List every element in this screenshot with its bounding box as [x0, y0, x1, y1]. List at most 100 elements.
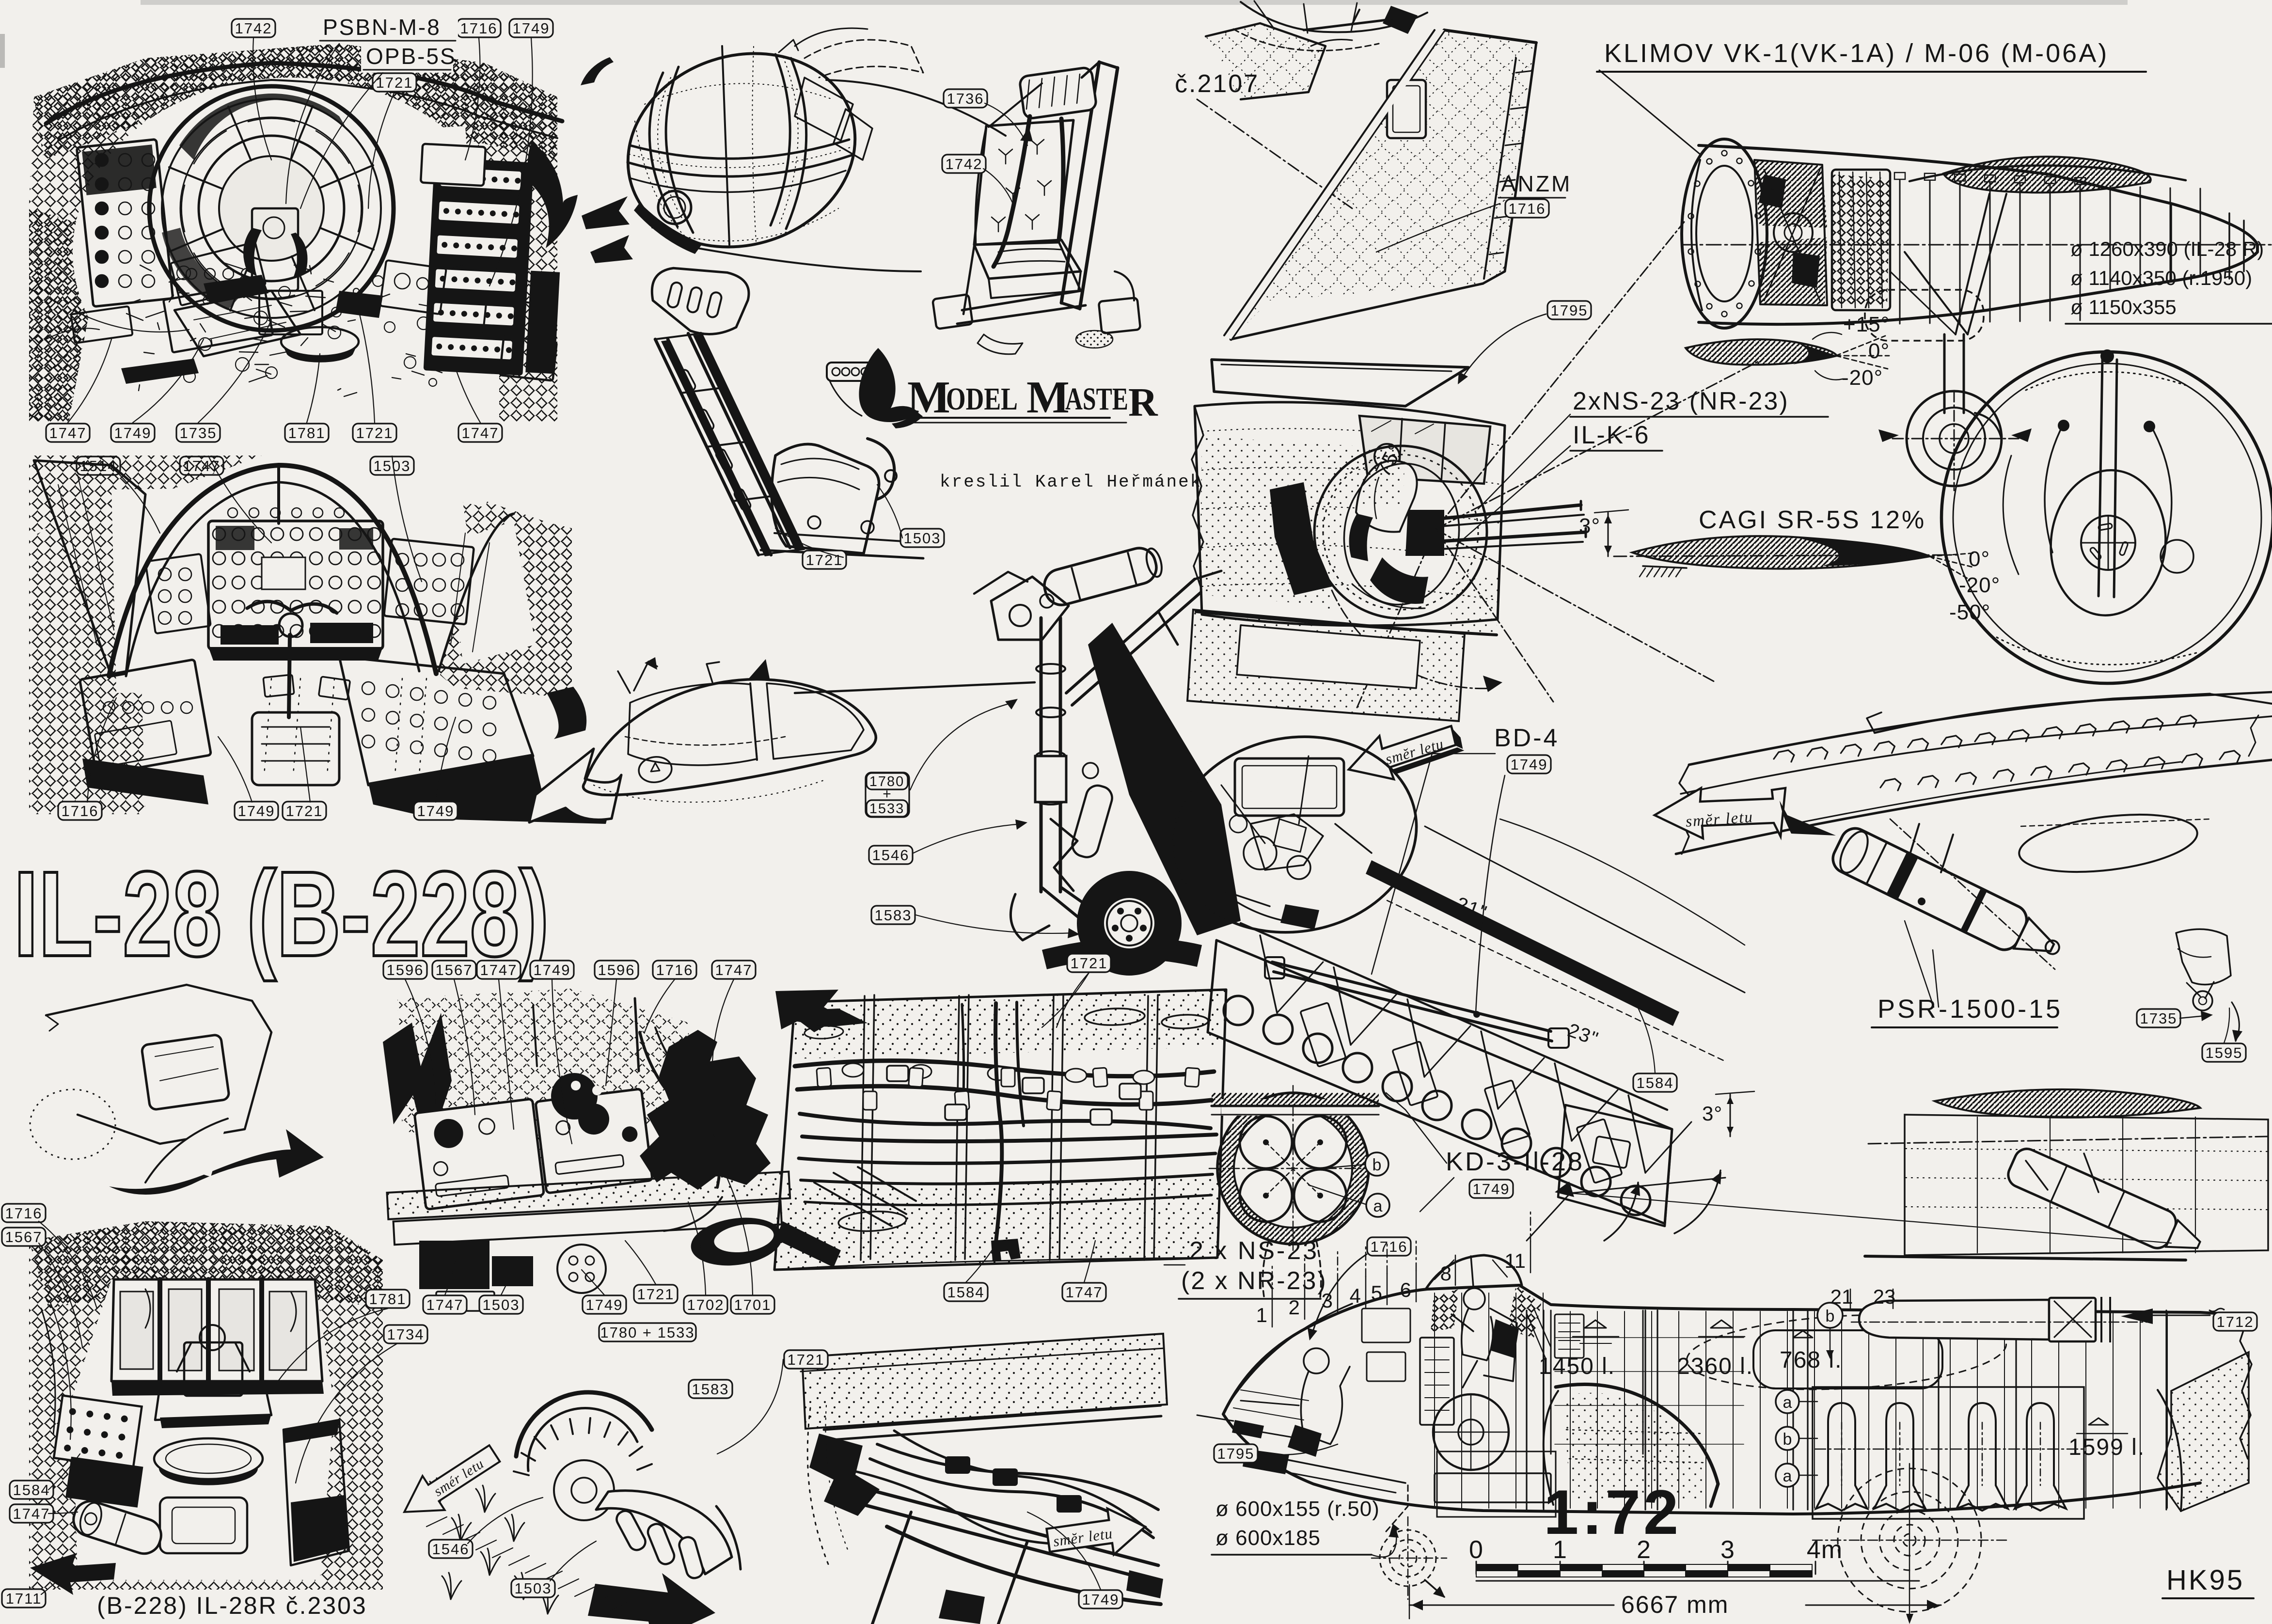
svg-text:a: a: [1783, 1467, 1792, 1485]
svg-text:4m: 4m: [1807, 1536, 1843, 1564]
svg-text:1734: 1734: [387, 1326, 425, 1343]
svg-text:1:72: 1:72: [1544, 1477, 1681, 1547]
svg-text:1795: 1795: [1551, 302, 1588, 319]
svg-text:ø 600x185: ø 600x185: [1215, 1526, 1321, 1550]
svg-text:M: M: [1026, 372, 1070, 423]
svg-text:OPB-5S: OPB-5S: [366, 44, 457, 69]
svg-text:3°: 3°: [1702, 1102, 1722, 1125]
svg-text:1721: 1721: [356, 425, 394, 441]
svg-text:1533: 1533: [869, 801, 905, 817]
svg-text:b: b: [1373, 1156, 1382, 1174]
svg-text:1742: 1742: [946, 156, 983, 173]
svg-text:2: 2: [1289, 1296, 1300, 1319]
svg-text:PSR-1500-15: PSR-1500-15: [1878, 994, 2063, 1024]
svg-text:ø 1150x355: ø 1150x355: [2070, 296, 2177, 318]
svg-text:HK95: HK95: [2166, 1564, 2244, 1596]
svg-text:8: 8: [1440, 1262, 1452, 1285]
svg-text:a: a: [1373, 1197, 1383, 1215]
svg-text:1747: 1747: [480, 962, 518, 978]
svg-text:M: M: [907, 372, 950, 423]
svg-text:kreslil Karel Heřmánek: kreslil Karel Heřmánek: [940, 472, 1202, 492]
svg-text:1503: 1503: [483, 1296, 520, 1313]
svg-text:6: 6: [1400, 1278, 1411, 1301]
svg-text:0°: 0°: [1969, 547, 1990, 571]
svg-text:2360 l.: 2360 l.: [1677, 1354, 1753, 1379]
svg-text:1701: 1701: [734, 1296, 772, 1313]
svg-text:3°: 3°: [1579, 514, 1600, 538]
svg-text:1546: 1546: [872, 847, 910, 864]
svg-text:(B-228) IL-28R č.2303: (B-228) IL-28R č.2303: [97, 1592, 367, 1619]
svg-text:1747: 1747: [49, 425, 87, 441]
svg-text:1716: 1716: [1371, 1238, 1408, 1255]
svg-text:1721: 1721: [286, 803, 323, 820]
svg-text:3: 3: [1322, 1289, 1333, 1312]
svg-text:6667 mm: 6667 mm: [1621, 1591, 1729, 1618]
svg-text:1716: 1716: [460, 20, 498, 37]
svg-text:1702: 1702: [687, 1296, 725, 1313]
svg-text:R: R: [1128, 380, 1158, 425]
svg-text:1781: 1781: [369, 1291, 407, 1308]
svg-text:1780: 1780: [869, 774, 905, 789]
svg-text:KD-3-Il-28: KD-3-Il-28: [1446, 1147, 1584, 1176]
svg-text:(2 x NR-23): (2 x NR-23): [1181, 1267, 1327, 1295]
svg-text:1749: 1749: [1511, 756, 1548, 773]
svg-text:1716: 1716: [62, 803, 99, 820]
svg-text:1567: 1567: [5, 1229, 43, 1246]
svg-text:IL-K-6: IL-K-6: [1573, 421, 1650, 449]
svg-text:1742: 1742: [235, 20, 272, 37]
svg-text:1584: 1584: [13, 1482, 50, 1498]
svg-text:1747: 1747: [1066, 1284, 1103, 1301]
svg-text:č.2107: č.2107: [1175, 70, 1259, 98]
svg-text:1: 1: [1553, 1536, 1567, 1564]
svg-text:2: 2: [1637, 1536, 1651, 1564]
svg-text:1584: 1584: [1637, 1074, 1674, 1091]
svg-text:1503: 1503: [515, 1580, 552, 1597]
svg-text:1735: 1735: [180, 425, 217, 441]
svg-text:11: 11: [1504, 1249, 1526, 1272]
svg-text:1503: 1503: [374, 457, 411, 474]
svg-text:ø 1260x390 (IL-28 R): ø 1260x390 (IL-28 R): [2070, 237, 2264, 260]
svg-text:3: 3: [1720, 1536, 1735, 1564]
svg-text:21: 21: [1830, 1285, 1853, 1308]
svg-text:1749: 1749: [1082, 1591, 1120, 1608]
svg-text:ASTE: ASTE: [1065, 381, 1128, 417]
svg-text:1747: 1747: [462, 425, 499, 441]
svg-text:1716: 1716: [656, 962, 694, 978]
svg-text:2 x NS-23: 2 x NS-23: [1189, 1237, 1319, 1265]
svg-text:1781: 1781: [288, 425, 326, 441]
svg-text:1749: 1749: [238, 803, 275, 820]
svg-text:1749: 1749: [586, 1296, 623, 1313]
svg-text:0°: 0°: [1868, 339, 1890, 363]
svg-text:5: 5: [1371, 1281, 1382, 1304]
svg-text:ø 600x155 (r.50): ø 600x155 (r.50): [1215, 1497, 1380, 1521]
svg-text:1716: 1716: [5, 1205, 43, 1222]
svg-text:ODEL: ODEL: [946, 381, 1018, 417]
svg-text:-20°: -20°: [1842, 366, 1883, 390]
svg-text:1780 + 1533: 1780 + 1533: [600, 1324, 694, 1341]
svg-text:1749: 1749: [1473, 1181, 1510, 1198]
svg-text:1546: 1546: [432, 1541, 470, 1558]
svg-text:CAGI SR-5S 12%: CAGI SR-5S 12%: [1699, 506, 1926, 534]
svg-text:1599 l.: 1599 l.: [2068, 1435, 2145, 1460]
svg-text:1749: 1749: [513, 20, 550, 37]
svg-text:1749: 1749: [114, 425, 152, 441]
svg-text:1595: 1595: [2206, 1044, 2243, 1061]
svg-text:1712: 1712: [2217, 1313, 2254, 1330]
svg-text:ANZM: ANZM: [1501, 171, 1572, 196]
svg-text:1747: 1747: [13, 1505, 50, 1522]
svg-text:1450 l.: 1450 l.: [1539, 1354, 1615, 1379]
svg-text:1716: 1716: [1509, 200, 1546, 217]
svg-text:1596: 1596: [387, 962, 424, 978]
svg-text:BD-4: BD-4: [1494, 724, 1559, 752]
svg-text:1736: 1736: [947, 90, 984, 107]
svg-text:1584: 1584: [947, 1284, 985, 1301]
svg-text:1503: 1503: [904, 530, 941, 547]
svg-text:+: +: [883, 786, 891, 802]
svg-text:-20°: -20°: [1959, 573, 2000, 597]
svg-text:b: b: [1783, 1430, 1792, 1449]
svg-text:a: a: [1783, 1393, 1792, 1412]
svg-text:1721: 1721: [806, 552, 843, 568]
svg-text:1583: 1583: [692, 1381, 729, 1398]
svg-text:1711: 1711: [6, 1590, 42, 1607]
svg-text:-50°: -50°: [1949, 600, 1990, 624]
